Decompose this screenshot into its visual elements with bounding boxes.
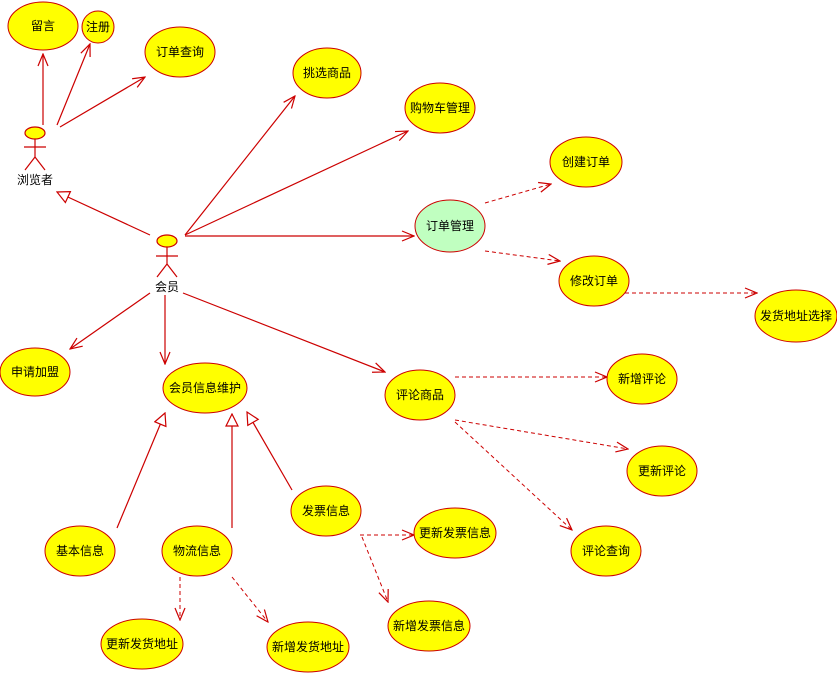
usecase-ellipse [626, 445, 698, 497]
usecase-label: 发票信息 [302, 503, 350, 518]
usecase-add-shipping-address[interactable]: 新增发货地址 [266, 621, 350, 673]
usecase-ellipse [558, 255, 630, 307]
usecase-label: 注册 [86, 19, 110, 34]
review-update-review-link [454, 419, 628, 449]
usecase-ellipse [606, 353, 678, 405]
usecase-add-invoice-info[interactable]: 新增发票信息 [387, 600, 471, 652]
usecase-label: 新增评论 [618, 371, 666, 386]
order-manage-create-order-link [484, 184, 551, 204]
member-visitor-generalization [57, 192, 151, 236]
usecase-modify-order[interactable]: 修改订单 [558, 255, 630, 307]
member-pick-goods-link [184, 96, 295, 236]
basic-info-generalization [116, 413, 165, 529]
usecase-ellipse [414, 199, 486, 253]
usecase-label: 申请加盟 [11, 365, 59, 379]
usecase-ellipse [162, 362, 248, 414]
usecase-review-query[interactable]: 评论查询 [570, 525, 642, 577]
usecase-logistics-info[interactable]: 物流信息 [161, 525, 233, 577]
usecase-invoice-info[interactable]: 发票信息 [290, 485, 362, 537]
usecase-ellipse [413, 507, 497, 559]
invoice-info-generalization [247, 412, 293, 491]
usecase-label: 留言 [31, 19, 55, 33]
review-query-link [454, 421, 572, 530]
actor-member: 会员 [155, 234, 179, 294]
usecase-apply-join[interactable]: 申请加盟 [0, 347, 71, 397]
connectors [43, 44, 414, 529]
usecase-ellipse [549, 136, 623, 188]
usecase-ellipse [81, 10, 115, 44]
visitor-register-link [56, 44, 90, 126]
usecase-label: 更新发货地址 [106, 636, 178, 651]
actor-visitor: 浏览者 [17, 126, 53, 187]
member-cart-link [184, 131, 408, 236]
usecase-ellipse [161, 525, 233, 577]
usecase-label: 挑选商品 [303, 65, 351, 80]
usecase-update-review[interactable]: 更新评论 [626, 445, 698, 497]
usecase-ellipse [404, 82, 476, 134]
usecase-label: 评论商品 [396, 387, 444, 402]
usecase-ellipse [570, 525, 642, 577]
actor-head [156, 234, 178, 248]
usecase-ellipse [144, 26, 216, 78]
usecase-label: 更新评论 [638, 463, 686, 478]
usecase-label: 评论查询 [582, 544, 630, 558]
usecase-label: 创建订单 [562, 155, 610, 169]
usecase-create-order[interactable]: 创建订单 [549, 136, 623, 188]
usecase-ellipse [387, 600, 471, 652]
usecase-register[interactable]: 注册 [81, 10, 115, 44]
usecase-update-invoice-info[interactable]: 更新发票信息 [413, 507, 497, 559]
usecase-review-goods[interactable]: 评论商品 [384, 369, 456, 421]
usecase-label: 购物车管理 [410, 100, 470, 115]
usecase-label: 新增发票信息 [393, 618, 465, 633]
usecase-ellipse [266, 621, 350, 673]
usecase-shipping-address-select[interactable]: 发货地址选择 [754, 289, 837, 343]
usecase-label: 更新发票信息 [419, 525, 491, 540]
usecase-label: 基本信息 [56, 543, 104, 558]
member-review-goods-link [182, 292, 385, 372]
usecase-ellipse [100, 618, 184, 670]
usecase-add-review[interactable]: 新增评论 [606, 353, 678, 405]
usecase-cart-manage[interactable]: 购物车管理 [404, 82, 476, 134]
dashed-connectors [180, 184, 757, 622]
logistics-add-address-link [231, 576, 268, 622]
usecase-label: 发货地址选择 [760, 308, 832, 323]
usecase-label: 订单查询 [156, 45, 204, 59]
usecase-pick-goods[interactable]: 挑选商品 [292, 47, 362, 99]
visitor-order-query-link [59, 77, 145, 128]
usecase-order-query[interactable]: 订单查询 [144, 26, 216, 78]
order-manage-modify-order-link [484, 250, 560, 261]
usecase-ellipse [7, 1, 79, 51]
usecase-ellipse [0, 347, 71, 397]
usecase-member-info-maintain[interactable]: 会员信息维护 [162, 362, 248, 414]
usecase-message[interactable]: 留言 [7, 1, 79, 51]
usecase-ellipse [290, 485, 362, 537]
usecase-ellipse [754, 289, 837, 343]
usecase-ellipse [44, 525, 116, 577]
invoice-add-invoice-link [361, 536, 388, 602]
usecase-update-shipping-address[interactable]: 更新发货地址 [100, 618, 184, 670]
usecase-ellipse [292, 47, 362, 99]
usecase-label: 订单管理 [426, 218, 474, 233]
usecase-basic-info[interactable]: 基本信息 [44, 525, 116, 577]
actor-head [24, 126, 46, 140]
member-apply-join-link [70, 292, 151, 349]
usecase-label: 新增发货地址 [272, 639, 344, 654]
actor-visitor-label: 浏览者 [17, 172, 53, 187]
usecase-label: 会员信息维护 [169, 380, 241, 395]
usecase-ellipse [384, 369, 456, 421]
usecase-label: 修改订单 [570, 273, 618, 288]
usecase-order-manage[interactable]: 订单管理 [414, 199, 486, 253]
actor-member-label: 会员 [155, 280, 179, 294]
usecase-label: 物流信息 [173, 543, 221, 558]
